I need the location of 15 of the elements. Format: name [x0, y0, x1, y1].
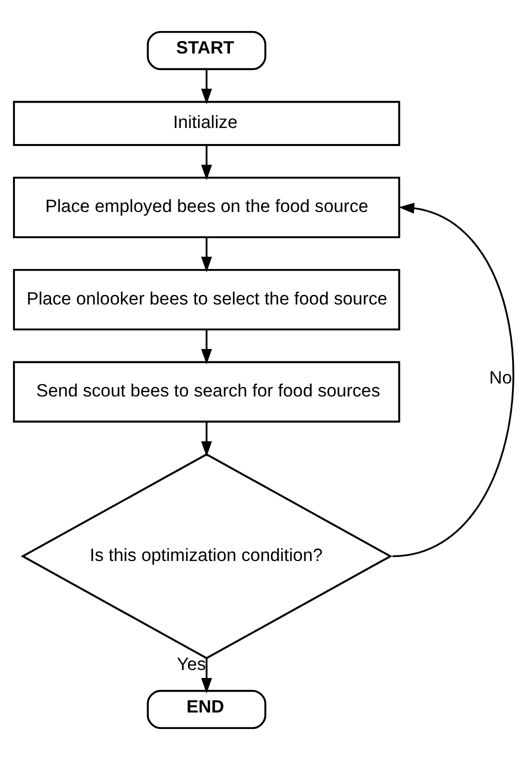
arrow — [201, 69, 212, 104]
arrow — [201, 421, 212, 456]
node-box: Initialize — [12, 100, 400, 146]
arrow — [201, 329, 212, 364]
edge-label: No — [489, 367, 512, 388]
arrow — [201, 658, 212, 694]
node-box: Place onlooker bees to select the food source — [12, 268, 400, 330]
node-box: END — [146, 689, 266, 729]
arrow — [201, 144, 212, 180]
node-box: Send scout bees to search for food sources — [12, 360, 400, 422]
arrow — [392, 202, 514, 557]
node-box: START — [146, 30, 266, 70]
node-diamond: Is this optimization condition? — [20, 452, 392, 659]
arrow — [201, 237, 212, 272]
node-box: Place employed bees on the food source — [12, 176, 400, 238]
